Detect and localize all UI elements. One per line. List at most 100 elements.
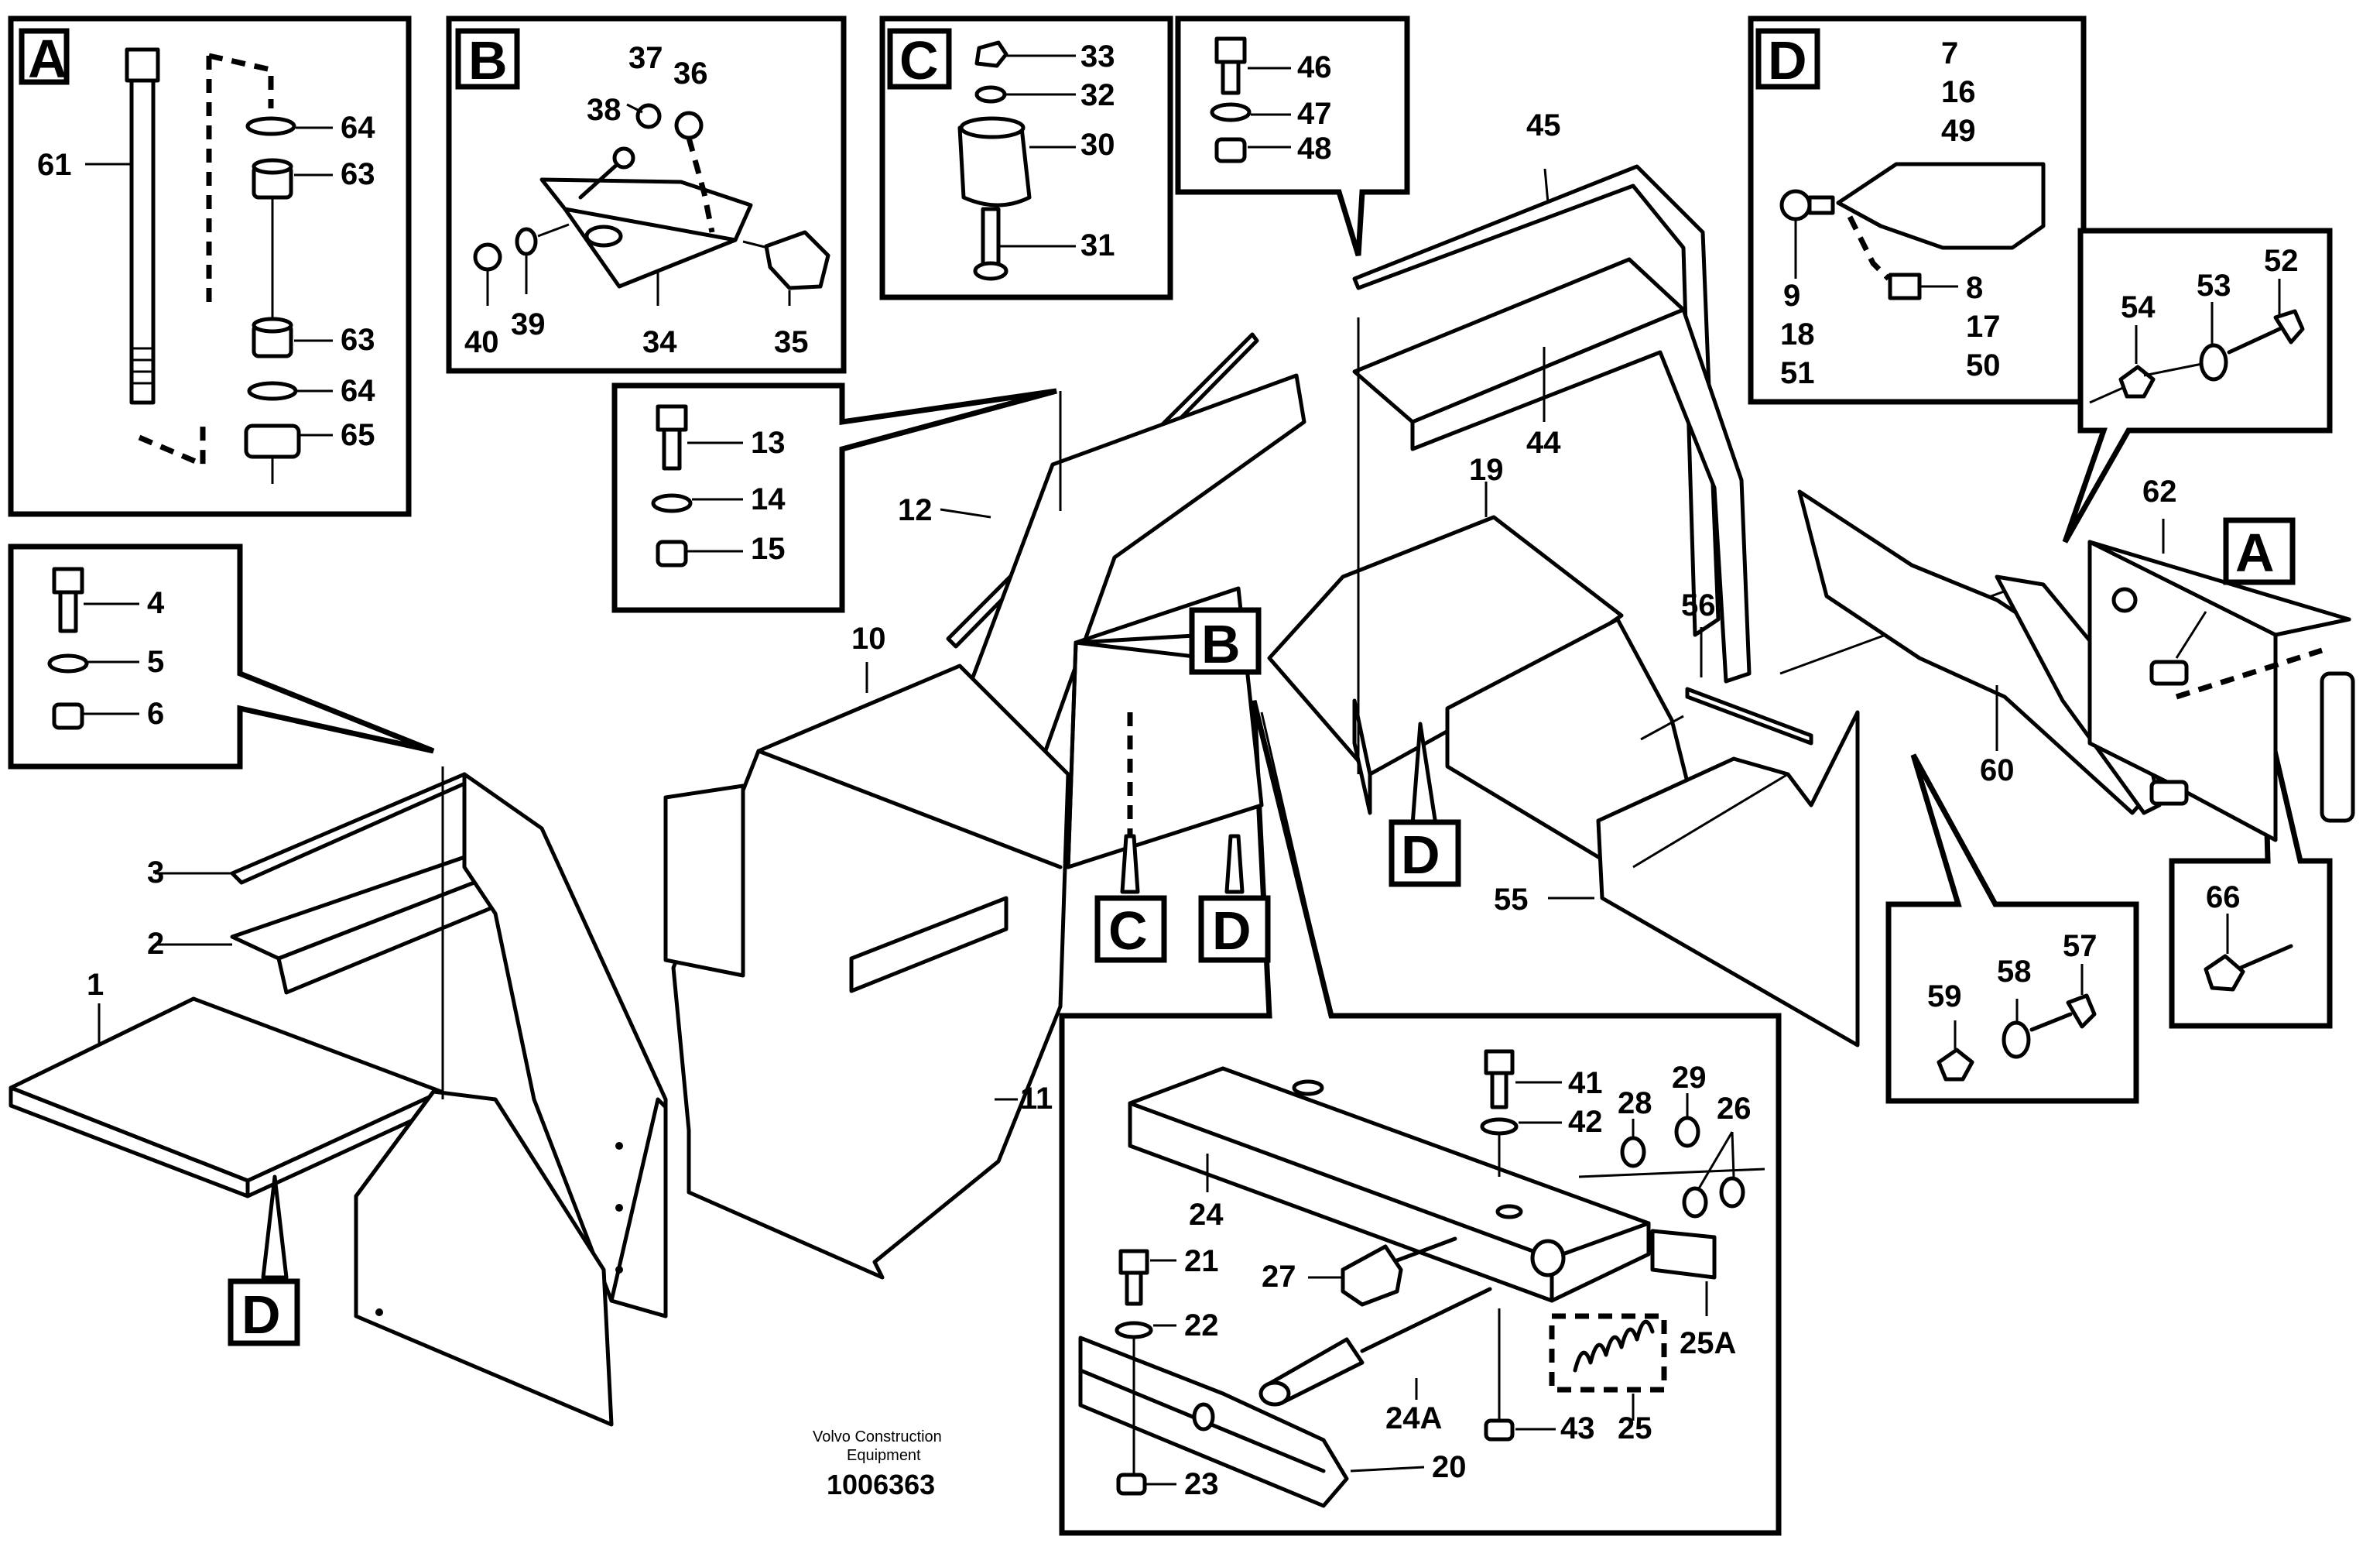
label-63-b: 63 [341, 323, 375, 357]
label-58: 58 [1997, 955, 2032, 989]
label-5: 5 [147, 645, 164, 679]
label-34: 34 [642, 325, 677, 359]
ref-a-main: A [2235, 523, 2275, 583]
center-fender-assembly: C D B 10 12 11 [663, 332, 1333, 1280]
label-11: 11 [1020, 1082, 1053, 1116]
label-10: 10 [851, 622, 886, 656]
label-23: 23 [1184, 1467, 1219, 1501]
label-17: 17 [1966, 310, 2001, 344]
detail-b-frame: B 37 36 38 40 39 34 35 [446, 15, 847, 374]
label-31: 31 [1080, 228, 1115, 262]
label-53: 53 [2197, 269, 2231, 303]
label-9: 9 [1783, 279, 1800, 313]
ref-d-right: D [1401, 825, 1440, 885]
ref-b-main: B [1201, 614, 1241, 674]
fastener-46-frame: 46 47 48 [1175, 15, 1410, 257]
label-4: 4 [147, 586, 165, 620]
label-52: 52 [2264, 244, 2299, 278]
label-36: 36 [673, 57, 708, 91]
label-65: 65 [341, 418, 375, 452]
fastener-66-frame: 66 [2169, 704, 2333, 1029]
bumper-detail-frame: 41 42 28 29 26 24 27 21 22 24A 43 25 25A… [1059, 700, 1782, 1536]
detail-d-letter: D [1768, 30, 1807, 91]
label-60: 60 [1980, 753, 2015, 787]
footer: Volvo Construction Equipment 1006363 [813, 1428, 942, 1500]
detail-c-letter: C [899, 30, 939, 91]
label-48: 48 [1297, 132, 1332, 166]
label-2: 2 [147, 927, 164, 961]
label-12: 12 [898, 493, 933, 527]
label-57: 57 [2063, 929, 2097, 963]
label-61: 61 [37, 148, 72, 182]
rear-frame-assembly: A 62 60 [1797, 475, 2355, 842]
label-13: 13 [751, 426, 786, 460]
label-37: 37 [628, 41, 663, 75]
label-59: 59 [1927, 979, 1962, 1013]
label-21: 21 [1184, 1244, 1219, 1278]
label-27: 27 [1262, 1260, 1296, 1294]
label-66: 66 [2206, 880, 2241, 914]
label-1: 1 [87, 968, 104, 1002]
fastener-59-frame: 59 58 57 [1885, 753, 2139, 1104]
label-42: 42 [1568, 1105, 1603, 1139]
ref-d-left: D [241, 1284, 281, 1345]
label-55: 55 [1494, 883, 1529, 917]
detail-a-letter: A [28, 29, 67, 89]
label-28: 28 [1618, 1086, 1652, 1120]
label-47: 47 [1297, 97, 1332, 131]
label-62: 62 [2142, 475, 2177, 509]
label-51: 51 [1780, 356, 1815, 390]
detail-a-frame: A 61 64 63 63 64 65 [8, 15, 412, 517]
label-29: 29 [1672, 1061, 1707, 1095]
detail-b-letter: B [468, 30, 508, 91]
document-number: 1006363 [827, 1469, 935, 1500]
label-19: 19 [1469, 453, 1504, 487]
label-6: 6 [147, 697, 164, 731]
label-16: 16 [1941, 75, 1976, 109]
label-50: 50 [1966, 348, 2001, 382]
label-40: 40 [464, 325, 499, 359]
label-20: 20 [1432, 1450, 1467, 1484]
label-56: 56 [1681, 588, 1716, 622]
fastener-4-frame: 4 5 6 [8, 543, 435, 770]
label-64-b: 64 [341, 374, 375, 408]
label-54: 54 [2121, 290, 2156, 324]
fastener-52-frame: 54 53 52 [2062, 228, 2333, 543]
label-26: 26 [1717, 1092, 1752, 1126]
label-15: 15 [751, 532, 786, 566]
ref-d-center: D [1212, 900, 1252, 961]
label-41: 41 [1568, 1066, 1603, 1100]
detail-c-frame: C 33 32 30 31 [879, 15, 1173, 300]
fastener-13-frame: 13 14 15 [611, 382, 1057, 613]
label-46: 46 [1297, 50, 1332, 84]
label-43: 43 [1560, 1411, 1595, 1445]
label-35: 35 [774, 325, 809, 359]
label-7: 7 [1941, 36, 1958, 70]
label-24: 24 [1189, 1198, 1224, 1232]
label-49: 49 [1941, 114, 1976, 148]
label-38: 38 [587, 93, 622, 127]
label-8: 8 [1966, 271, 1983, 305]
label-30: 30 [1080, 128, 1115, 162]
label-64: 64 [341, 111, 375, 145]
label-25a: 25A [1680, 1326, 1736, 1360]
detail-d-frame: D 7 16 49 9 18 51 8 17 50 [1748, 15, 2087, 405]
label-45: 45 [1526, 108, 1561, 142]
label-39: 39 [511, 307, 546, 341]
label-24a: 24A [1385, 1401, 1442, 1435]
label-3: 3 [147, 856, 164, 890]
label-14: 14 [751, 482, 786, 516]
left-fender-assembly: 3 2 1 D [9, 766, 668, 1427]
label-18: 18 [1780, 317, 1815, 351]
ref-c-main: C [1108, 900, 1148, 961]
label-63: 63 [341, 157, 375, 191]
right-fender-assembly: D 45 44 19 56 55 [1267, 108, 2013, 1048]
label-44: 44 [1526, 426, 1561, 460]
maker-line-1: Volvo Construction [813, 1428, 942, 1445]
label-32: 32 [1080, 78, 1115, 112]
label-25: 25 [1618, 1411, 1652, 1445]
maker-line-2: Equipment [847, 1447, 921, 1464]
label-22: 22 [1184, 1308, 1219, 1342]
label-33: 33 [1080, 39, 1115, 74]
